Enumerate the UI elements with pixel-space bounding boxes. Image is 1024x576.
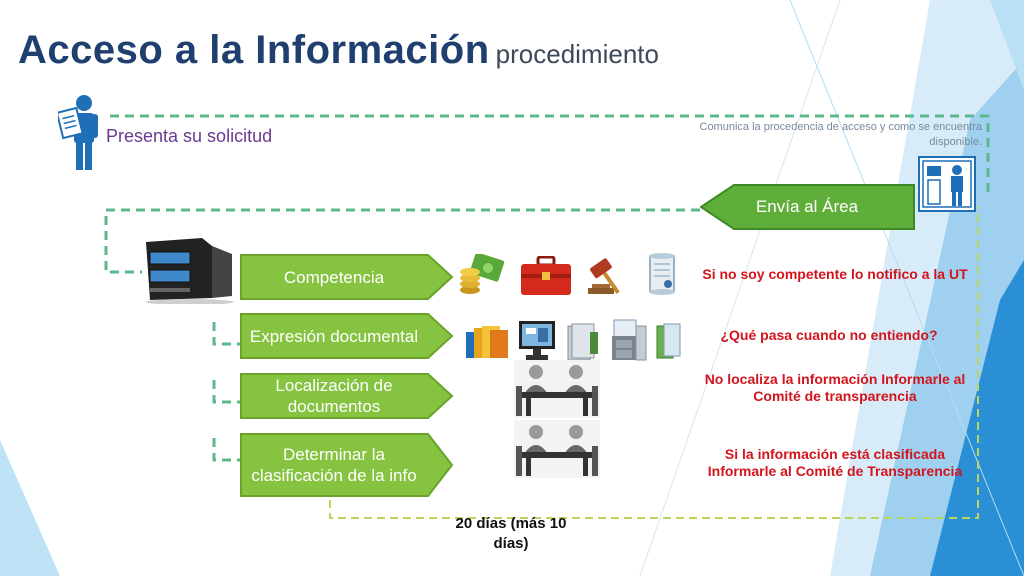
step-clasificacion: Determinar la clasificación de la info xyxy=(240,433,454,497)
step-competencia: Competencia xyxy=(240,254,454,300)
filing-cabinet-icon xyxy=(612,319,647,361)
envia-label: Envía al Área xyxy=(755,197,859,216)
folders-icon xyxy=(466,326,508,358)
step-expresion-documental: Expresión documental xyxy=(240,313,454,359)
presenta-label: Presenta su solicitud xyxy=(106,126,273,146)
money-icon xyxy=(460,254,505,294)
note-expresion: ¿Qué pasa cuando no entiendo? xyxy=(720,327,938,343)
step-label: Competencia xyxy=(283,267,385,287)
title-main: Acceso a la Información xyxy=(18,28,490,72)
documents-icon xyxy=(656,323,681,359)
scroll-icon xyxy=(649,253,675,295)
note-localizacion: No localiza la información Informarle al… xyxy=(704,371,966,404)
title-sub: procedimiento xyxy=(495,39,659,69)
briefcase-icon xyxy=(521,256,571,295)
elevator-icon xyxy=(918,156,976,212)
step-label: Determinar la clasificación de la info xyxy=(251,445,417,485)
gavel-icon xyxy=(588,258,620,294)
meeting-icon xyxy=(514,420,600,478)
computer-icon xyxy=(519,321,555,360)
note-competencia: Si no soy competente lo notifico a la UT xyxy=(702,266,968,282)
plazo-label: 20 días (más 10 días) xyxy=(455,515,567,552)
comunica-text: Comunica la procedencia de acceso y como… xyxy=(699,121,983,148)
meeting-icon xyxy=(514,360,600,418)
envia-arrow xyxy=(700,184,915,230)
step-localizacion: Localización de documentos xyxy=(240,373,454,419)
person-document-icon xyxy=(58,95,98,170)
note-clasificacion: Si la información está clasificada Infor… xyxy=(707,446,963,479)
server-icon xyxy=(146,238,234,304)
step-label: Expresión documental xyxy=(249,326,419,346)
step-label: Localización de documentos xyxy=(275,376,393,416)
binder-icon xyxy=(567,323,598,361)
